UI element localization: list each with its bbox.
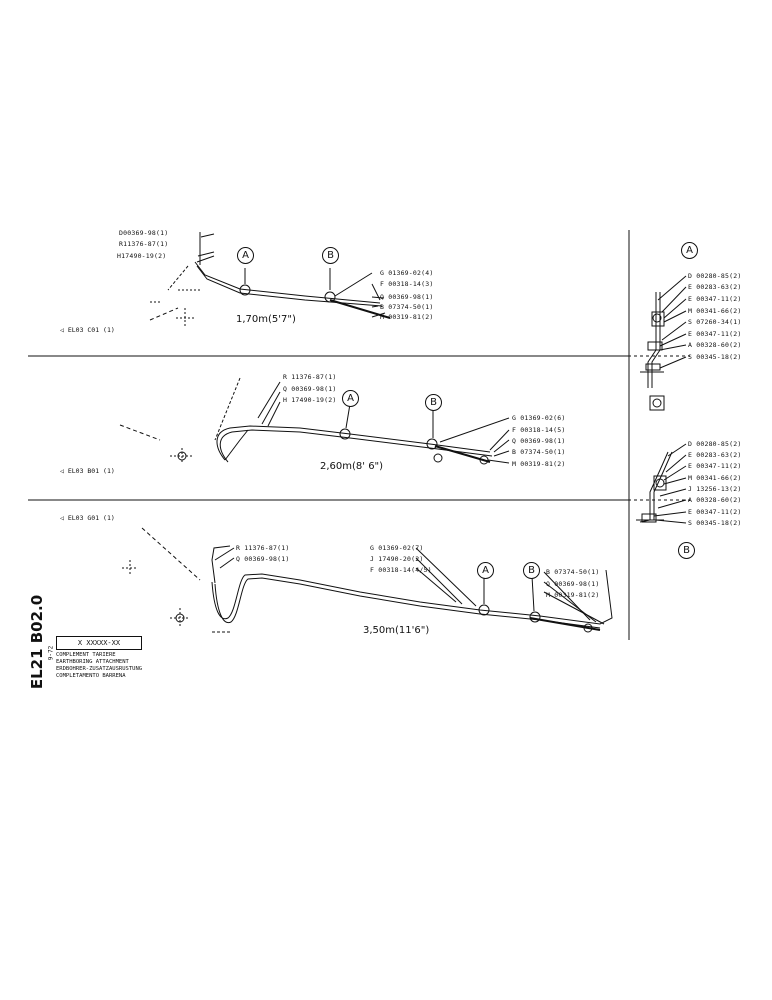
- assembly-reference: ◁ EL03 B01 (1): [60, 467, 115, 475]
- part-label: M 00319-81(2): [512, 460, 566, 468]
- part-label: Q 00369-98(1): [512, 437, 566, 445]
- hose-3: [122, 527, 613, 633]
- part-label: G 01369-02(6): [512, 414, 566, 422]
- part-label: E 00347-11(2): [688, 462, 742, 470]
- part-label: D00369-98(1): [119, 229, 169, 237]
- part-label: D 00280-85(2): [688, 272, 742, 280]
- detail-b-drawing: [636, 443, 687, 524]
- part-label: Q 00369-98(1): [283, 385, 337, 393]
- part-label: M 00319-81(2): [380, 313, 434, 321]
- assembly-reference: ◁ EL03 G01 (1): [60, 514, 115, 522]
- marker-a: A: [342, 390, 359, 407]
- part-label: G 01369-02(4): [380, 269, 434, 277]
- part-label: M 00319-81(2): [546, 591, 600, 599]
- hose-2: [119, 377, 510, 465]
- part-label: E 00347-11(2): [688, 295, 742, 303]
- part-label: Q 00369-98(1): [546, 580, 600, 588]
- part-label: E 00283-63(2): [688, 451, 742, 459]
- part-label: R 11376-87(1): [283, 373, 337, 381]
- part-label: A 00328-60(2): [688, 496, 742, 504]
- part-label: S 07260-34(1): [688, 318, 742, 326]
- hose-1: [149, 232, 391, 328]
- detail-b-title: B: [678, 542, 695, 559]
- part-label: F 00318-14(4/5): [370, 566, 432, 574]
- part-label: J 17490-20(2): [370, 555, 424, 563]
- title-line: ERDBOHRER-ZUSATZAUSRUSTUNG: [56, 666, 143, 672]
- marker-a: A: [477, 562, 494, 579]
- part-label: E 00347-11(2): [688, 330, 742, 338]
- part-label: R 11376-87(1): [236, 544, 290, 552]
- title-line: COMPLEMENT TARIERE: [56, 652, 116, 658]
- part-label: S 00345-18(2): [688, 519, 742, 527]
- marker-a: A: [237, 247, 254, 264]
- part-label: A 00328-60(2): [688, 341, 742, 349]
- part-label: M 00341-66(2): [688, 474, 742, 482]
- part-label: H 17490-19(2): [283, 396, 337, 404]
- part-label: S 00345-18(2): [688, 353, 742, 361]
- part-label: J 13256-13(2): [688, 485, 742, 493]
- marker-b: B: [425, 394, 442, 411]
- hose-length: 2,60m(8' 6"): [320, 461, 384, 472]
- title-line: EARTHBORING ATTACHMENT: [56, 659, 129, 665]
- assembly-reference: ◁ EL03 C01 (1): [60, 326, 115, 334]
- part-label: B 07374-50(1): [380, 303, 434, 311]
- hose-length: 1,70m(5'7"): [236, 314, 296, 325]
- part-number-box: X XXXXX-XX: [56, 636, 142, 650]
- part-label: G 01369-02(7): [370, 544, 424, 552]
- part-label: F 00318-14(5): [512, 426, 566, 434]
- part-label: D 00280-85(2): [688, 440, 742, 448]
- part-label: B 07374-50(1): [546, 568, 600, 576]
- detail-a-title: A: [681, 242, 698, 259]
- part-label: H17490-19(2): [117, 252, 167, 260]
- marker-b: B: [322, 247, 339, 264]
- detail-a-drawing: [640, 275, 687, 411]
- marker-b: B: [523, 562, 540, 579]
- title-line: COMPLETAMENTO BARRENA: [56, 673, 126, 679]
- drawing-code: EL21 B02.0: [28, 594, 46, 690]
- part-label: Q 00369-98(1): [236, 555, 290, 563]
- part-label: R11376-87(1): [119, 240, 169, 248]
- part-label: M 00341-66(2): [688, 307, 742, 315]
- part-label: F 00318-14(3): [380, 280, 434, 288]
- part-label: E 00283-63(2): [688, 283, 742, 291]
- part-label: E 00347-11(2): [688, 508, 742, 516]
- drawing-date: 9-72: [47, 645, 55, 661]
- part-label: B 07374-50(1): [512, 448, 566, 456]
- part-label: Q 00369-98(1): [380, 293, 434, 301]
- hose-length: 3,50m(11'6"): [363, 625, 430, 636]
